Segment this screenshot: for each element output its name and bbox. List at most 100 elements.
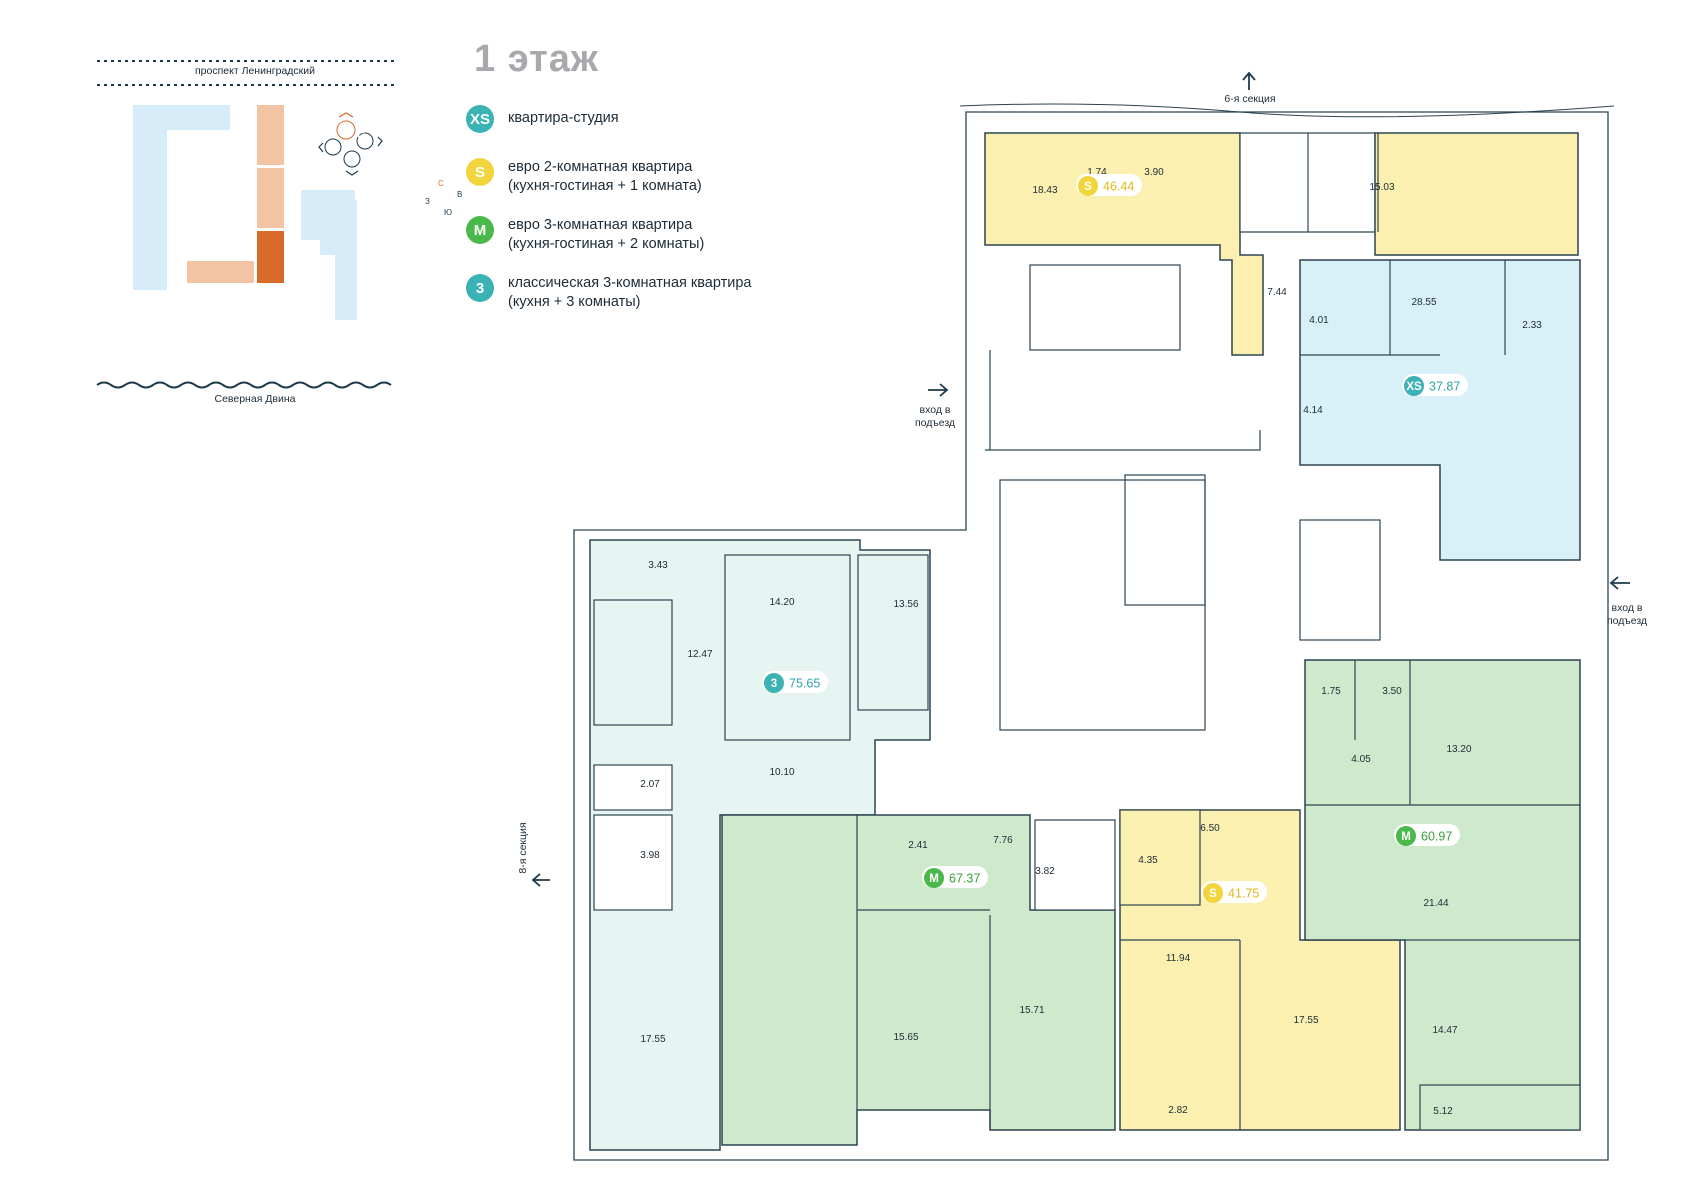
room-area-label: 1.74 bbox=[1087, 167, 1107, 178]
room-area-label: 6.50 bbox=[1200, 823, 1220, 834]
room-area-label: 10.10 bbox=[769, 767, 794, 778]
apartment-tag-code: M bbox=[929, 873, 939, 885]
room-area-label: 3.98 bbox=[640, 850, 660, 861]
room-area-label: 1.75 bbox=[1321, 686, 1341, 697]
room-area-label: 13.20 bbox=[1446, 744, 1471, 755]
apartment-tag-total: 46.44 bbox=[1103, 180, 1134, 194]
compass-north: С bbox=[438, 179, 444, 188]
compass-east: В bbox=[457, 190, 463, 199]
apartment-tag-badge bbox=[1396, 826, 1416, 846]
apartment-tag[interactable]: S 41.75 bbox=[1201, 881, 1267, 903]
room-area-label: 13.56 bbox=[893, 599, 918, 610]
section-6-label: 6 bbox=[357, 191, 366, 208]
apartment-tag-code: S bbox=[1084, 181, 1092, 193]
apartment-tag-badge bbox=[764, 673, 784, 693]
apartment-s-4175[interactable] bbox=[1119, 809, 1401, 1131]
apartment-tag-badge bbox=[1078, 176, 1098, 196]
room-area-label: 3.43 bbox=[648, 560, 668, 571]
room-area-label: 4.14 bbox=[1303, 405, 1323, 416]
arrow-icon-entrance-right bbox=[1609, 576, 1630, 590]
arrow-icon-section-8 bbox=[531, 873, 550, 887]
legend-text-xs: квартира-студия bbox=[508, 110, 619, 126]
apartment-tag-total: 37.87 bbox=[1429, 380, 1460, 394]
section-6 bbox=[257, 168, 284, 228]
entrance-label-right: вход в подъезд bbox=[1606, 602, 1648, 627]
section-8-label: 8 bbox=[302, 267, 311, 284]
site-map-drawing bbox=[96, 60, 395, 389]
apartment-xs-3787[interactable] bbox=[1299, 259, 1581, 561]
room-area-label: 12.47 bbox=[687, 649, 712, 660]
legend-text-m: евро 3-комнатная квартира (кухня-гостина… bbox=[508, 217, 705, 252]
arrow-icon-entrance-left bbox=[928, 383, 949, 397]
section-5-label: 5 bbox=[357, 129, 366, 146]
river-label: Северная Двина bbox=[214, 393, 296, 405]
section-7 bbox=[257, 231, 284, 283]
floor-title: 1 этаж bbox=[474, 38, 599, 80]
room-area-label: 18.43 bbox=[1032, 185, 1057, 196]
room-area-label: 3.82 bbox=[1035, 866, 1055, 877]
apartment-s-4644[interactable] bbox=[984, 132, 1579, 356]
room-area-label: 3.90 bbox=[1144, 167, 1164, 178]
room-area-label: 5.12 bbox=[1433, 1106, 1453, 1117]
legend-text-3: классическая 3-комнатная квартира (кухня… bbox=[508, 275, 752, 310]
apartment-tag-total: 60.97 bbox=[1421, 830, 1452, 844]
room-area-label: 14.20 bbox=[769, 597, 794, 608]
room-area-label: 15.71 bbox=[1019, 1005, 1044, 1016]
apartment-tag-code: M bbox=[1401, 831, 1411, 843]
legend-item-3: 3 классическая 3-комнатная квартира (кух… bbox=[466, 274, 751, 312]
room-area-label: 2.41 bbox=[908, 840, 928, 851]
room-area-label: 21.44 bbox=[1423, 898, 1448, 909]
apartment-tag[interactable]: XS 37.87 bbox=[1402, 374, 1468, 396]
apartment-tag-badge bbox=[1203, 883, 1223, 903]
apartment-tag-total: 75.65 bbox=[789, 677, 820, 691]
legend-text-s: евро 2-комнатная квартира (кухня-гостина… bbox=[508, 159, 702, 194]
room-area-label: 4.01 bbox=[1309, 315, 1329, 326]
room-area-label: 14.47 bbox=[1432, 1025, 1457, 1036]
legend-item-m: M евро 3-комнатная квартира (кухня-гости… bbox=[466, 216, 704, 254]
section-8 bbox=[187, 261, 254, 283]
apartment-m-6097[interactable] bbox=[1304, 659, 1581, 1131]
room-area-label: 4.05 bbox=[1351, 754, 1371, 765]
compass-icon bbox=[318, 112, 383, 176]
legend-badge-xs: XS bbox=[466, 105, 494, 133]
section-8-label-plan: 8-я секция bbox=[517, 822, 529, 874]
room-area-label: 2.33 bbox=[1522, 320, 1542, 331]
apartment-tag[interactable]: M 60.97 bbox=[1394, 824, 1460, 846]
site-map: проспект Ленинградский Северная Двина 5 … bbox=[95, 55, 462, 415]
apartment-3-7565[interactable] bbox=[589, 539, 931, 1151]
apartment-tag-code: XS bbox=[1406, 381, 1422, 393]
section-6-label-plan: 6-я секция bbox=[1224, 93, 1276, 105]
legend-badge-m: M bbox=[466, 216, 494, 244]
legend-item-xs: XS квартира-студия bbox=[466, 105, 619, 133]
apartment-tag-code: S bbox=[1209, 888, 1217, 900]
street-label: проспект Ленинградский bbox=[195, 65, 315, 77]
compass-south: Ю bbox=[444, 208, 453, 217]
room-area-label: 2.82 bbox=[1168, 1105, 1188, 1116]
apartment-m-6737[interactable] bbox=[721, 814, 1116, 1146]
compass-west: З bbox=[425, 197, 430, 206]
apartment-tag-badge bbox=[1404, 376, 1424, 396]
apartment-tag[interactable]: M 67.37 bbox=[922, 866, 988, 888]
entrance-label-left: вход в подъезд bbox=[914, 404, 956, 429]
section-5 bbox=[257, 105, 284, 165]
room-area-label: 11.94 bbox=[1166, 953, 1191, 964]
room-area-label: 3.50 bbox=[1382, 686, 1402, 697]
room-area-label: 15.03 bbox=[1369, 182, 1394, 193]
apartment-tag[interactable]: S 46.44 bbox=[1076, 174, 1142, 196]
apartment-tag-code: 3 bbox=[771, 678, 777, 690]
apartment-tag-total: 41.75 bbox=[1228, 887, 1259, 901]
room-area-label: 4.35 bbox=[1138, 855, 1158, 866]
room-area-label: 15.65 bbox=[893, 1032, 918, 1043]
legend-item-s: S евро 2-комнатная квартира (кухня-гости… bbox=[466, 158, 702, 196]
apartment-tag-total: 67.37 bbox=[949, 872, 980, 886]
room-area-label: 17.55 bbox=[1293, 1015, 1318, 1026]
stair-core bbox=[985, 264, 1381, 731]
legend-badge-s: S bbox=[466, 158, 494, 186]
legend-badge-3: 3 bbox=[466, 274, 494, 302]
room-area-label: 28.55 bbox=[1411, 297, 1436, 308]
section-7-label: 7 bbox=[357, 248, 366, 265]
